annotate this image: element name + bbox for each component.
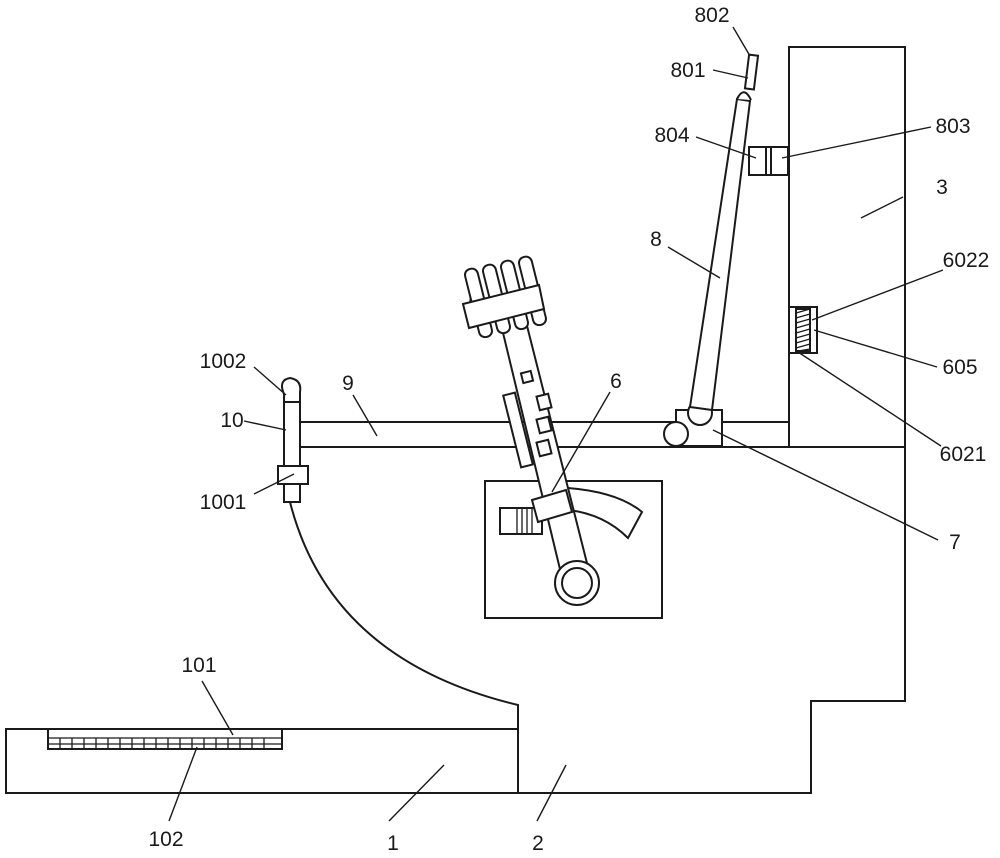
label-803: 803 (935, 115, 970, 138)
component-6-swing-arm (496, 304, 600, 606)
label-101: 101 (181, 654, 216, 677)
label-8: 8 (650, 228, 662, 251)
label-1: 1 (387, 832, 399, 855)
label-3: 3 (936, 176, 948, 199)
label-802: 802 (694, 4, 729, 27)
label-9: 9 (342, 372, 354, 395)
label-801: 801 (670, 59, 705, 82)
label-6022: 6022 (943, 249, 990, 272)
label-1001: 1001 (200, 491, 247, 514)
component-803-804-clamp (748, 146, 789, 176)
label-7: 7 (949, 531, 961, 554)
reference-labels: 802 801 804 803 3 8 6022 605 6021 7 6 9 … (148, 4, 989, 855)
label-605: 605 (942, 356, 977, 379)
component-3-column (788, 46, 906, 448)
component-8-inclined-rod (688, 91, 752, 412)
component-801-rod-tip (743, 53, 760, 91)
label-6021: 6021 (940, 443, 987, 466)
component-101-grating (47, 728, 283, 750)
label-2: 2 (532, 832, 544, 855)
label-804: 804 (654, 124, 689, 147)
leader-lines (168, 26, 944, 822)
label-10: 10 (220, 409, 243, 432)
component-605-spring-block (788, 306, 818, 354)
label-6: 6 (610, 370, 622, 393)
component-2-body (289, 446, 906, 794)
component-6-brush-head (461, 255, 547, 339)
label-102: 102 (148, 828, 183, 851)
label-1002: 1002 (200, 350, 247, 373)
